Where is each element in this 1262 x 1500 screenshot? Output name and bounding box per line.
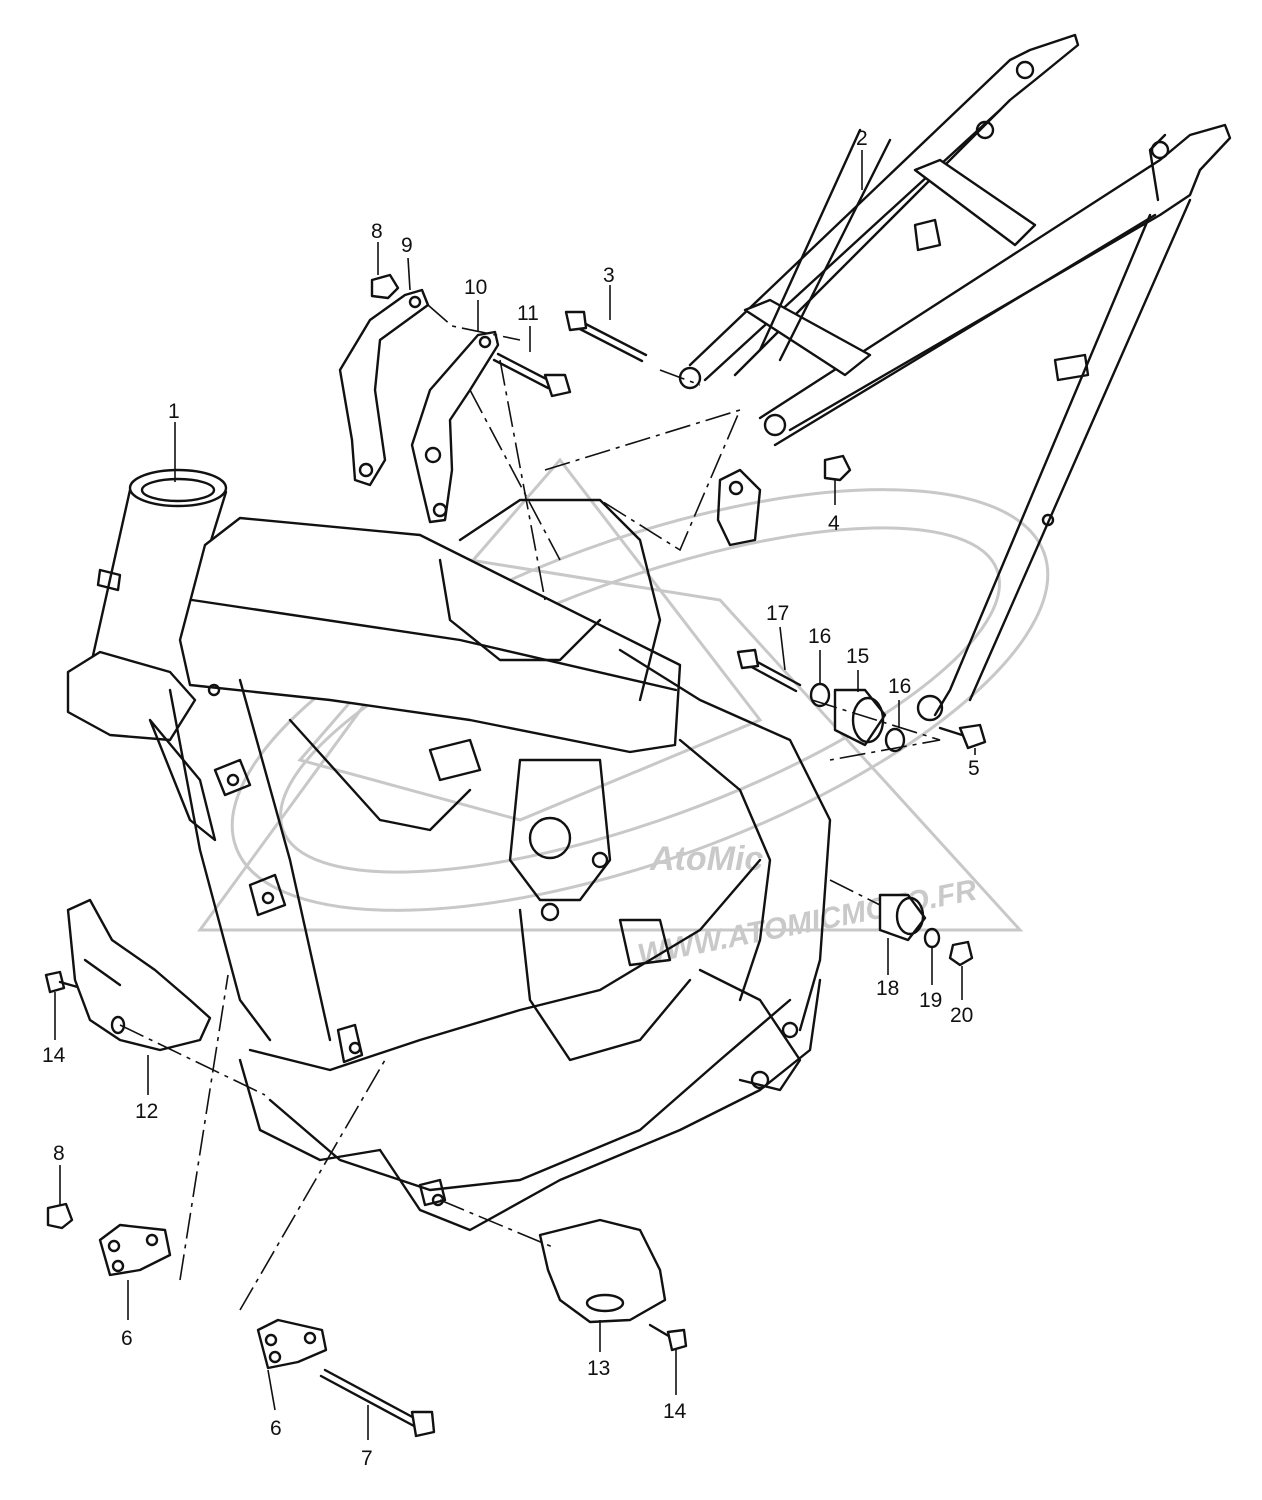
phantom-lines — [119, 304, 941, 1311]
main-frame — [66, 468, 832, 1232]
mount-brackets — [338, 288, 500, 524]
rear-subframe — [678, 33, 1232, 722]
callout-7: 7 — [361, 1447, 373, 1470]
callout-9: 9 — [401, 234, 413, 257]
callout-14-left: 14 — [42, 1044, 66, 1067]
callout-5: 5 — [968, 757, 980, 780]
watermark-site: WWW.ATOMICMOTO.FR — [635, 874, 980, 972]
callout-6-lower: 6 — [270, 1417, 282, 1440]
callout-17: 17 — [766, 602, 789, 625]
callout-12: 12 — [135, 1100, 158, 1123]
callout-16-right: 16 — [888, 675, 911, 698]
fasteners — [44, 273, 987, 1438]
callout-15: 15 — [846, 645, 869, 668]
callout-19: 19 — [919, 989, 942, 1012]
callout-labels: 1 2 3 4 5 6 6 7 8 8 9 10 11 12 13 14 14 … — [42, 127, 980, 1470]
callout-3: 3 — [603, 264, 615, 287]
guards-and-plates — [66, 898, 667, 1370]
callout-20: 20 — [950, 1004, 973, 1027]
callout-2: 2 — [856, 127, 868, 150]
leader-lines — [54, 150, 976, 1440]
watermark-brand: AtoMic — [649, 840, 763, 878]
callout-8-upper: 8 — [371, 220, 383, 243]
callout-10: 10 — [464, 276, 487, 299]
callout-6-upper: 6 — [121, 1327, 133, 1350]
callout-16-left: 16 — [808, 625, 831, 648]
callout-1: 1 — [168, 400, 180, 423]
callout-13: 13 — [587, 1357, 610, 1380]
callout-18: 18 — [876, 977, 899, 1000]
callout-11: 11 — [517, 302, 539, 325]
callout-14-bottom: 14 — [663, 1400, 687, 1423]
callout-4: 4 — [828, 512, 840, 535]
callout-8-lower: 8 — [53, 1142, 65, 1165]
